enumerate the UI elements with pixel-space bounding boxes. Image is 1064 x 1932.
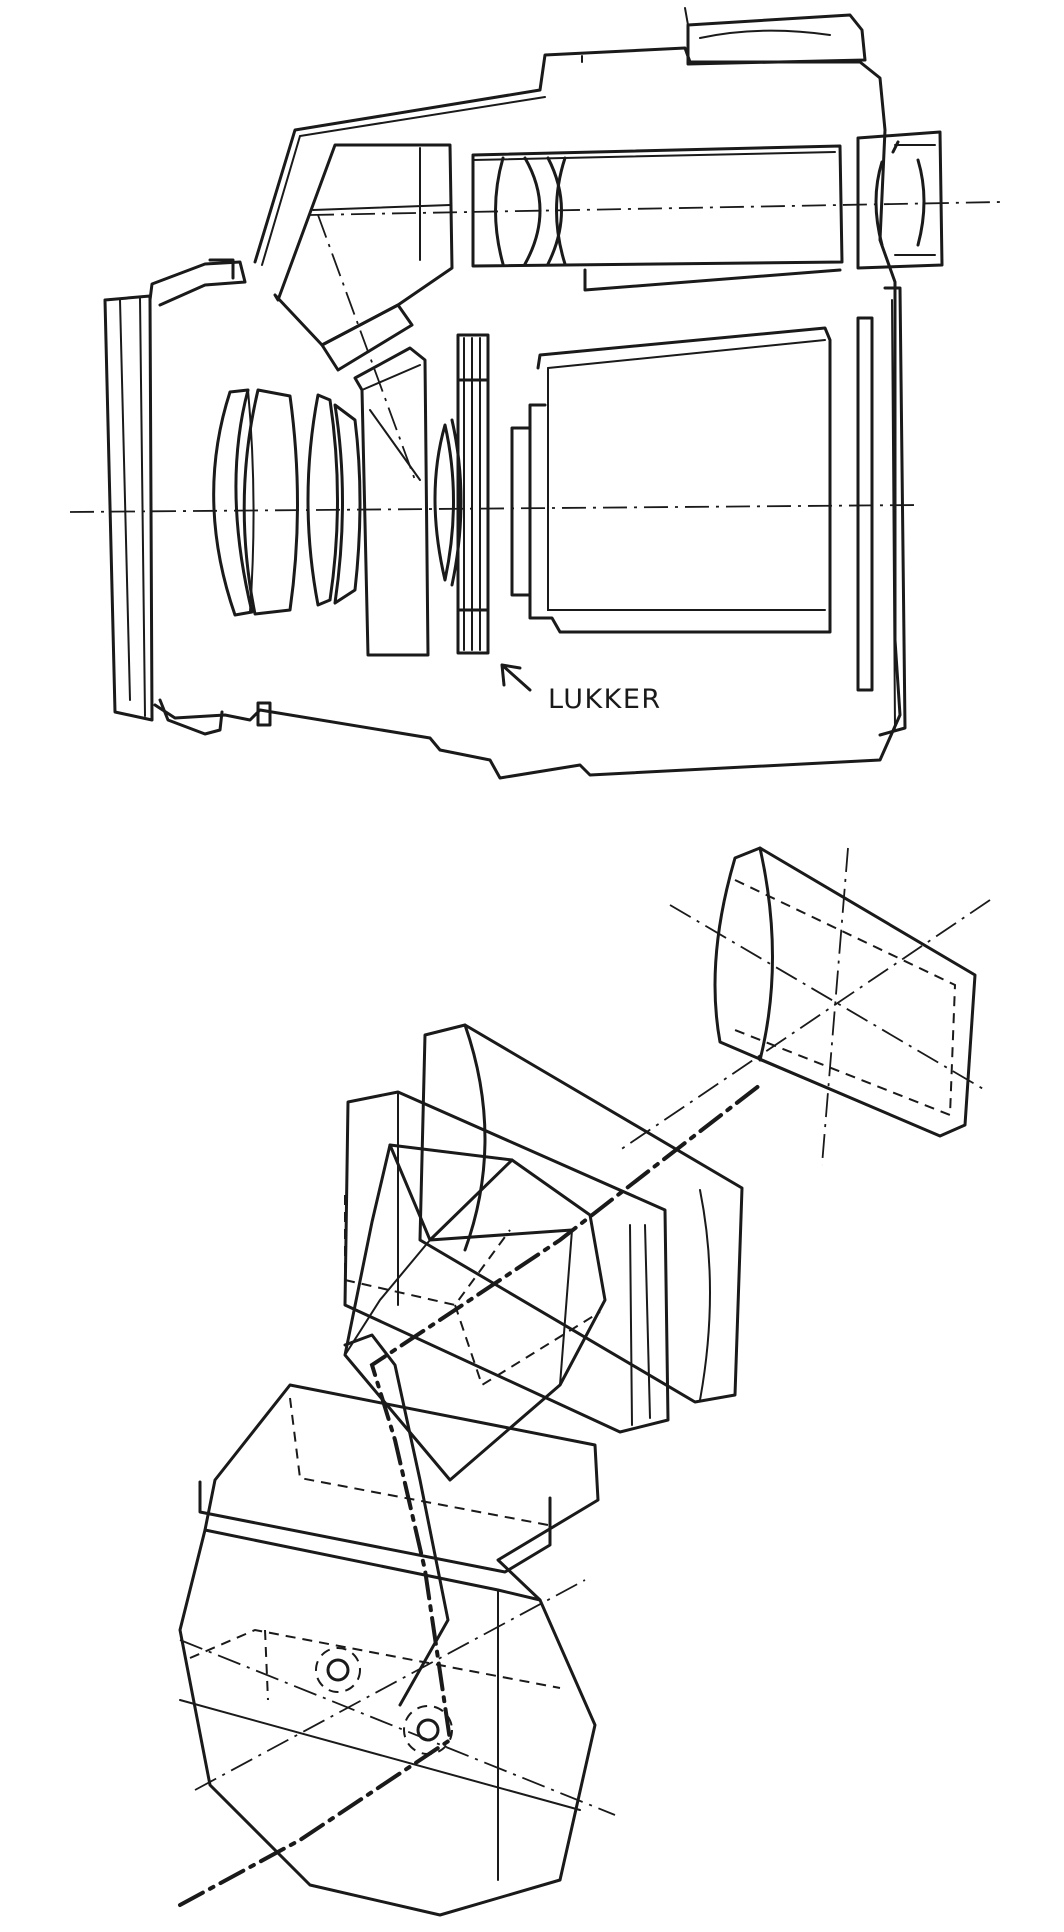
lens-element-1 [212, 388, 254, 617]
camera-cross-section: LUKKER [69, 7, 1001, 780]
rear-back-plate [856, 316, 874, 692]
exploded-optical-axis [178, 1083, 762, 1907]
top-cap [686, 13, 867, 66]
shutter-callout-arrow [500, 663, 532, 692]
light-path [343, 1333, 450, 1707]
pivot-left [326, 1658, 350, 1682]
prism-housing [178, 1383, 600, 1917]
eyepiece [856, 130, 944, 270]
lens-element-2 [242, 388, 299, 616]
lens-front-ring [103, 294, 154, 722]
shutter [456, 333, 490, 655]
reflex-mirror [353, 346, 430, 657]
middle-prism-block [343, 1090, 670, 1434]
viewfinder-tube [471, 144, 844, 268]
lens-element-3 [306, 393, 339, 607]
exploded-eyepiece-lens [713, 846, 977, 1138]
film-magazine [528, 326, 832, 634]
shutter-label: LUKKER [548, 684, 662, 715]
condenser-lens [433, 423, 455, 582]
pentaprism [273, 143, 454, 347]
mirror-reflection-axis [317, 214, 416, 481]
camera-body-outline [153, 46, 902, 780]
lens-element-4 [333, 403, 362, 605]
exploded-prism-view [178, 846, 991, 1917]
viewfinder-optical-axis [309, 201, 1001, 216]
main-optical-axis [69, 504, 921, 513]
